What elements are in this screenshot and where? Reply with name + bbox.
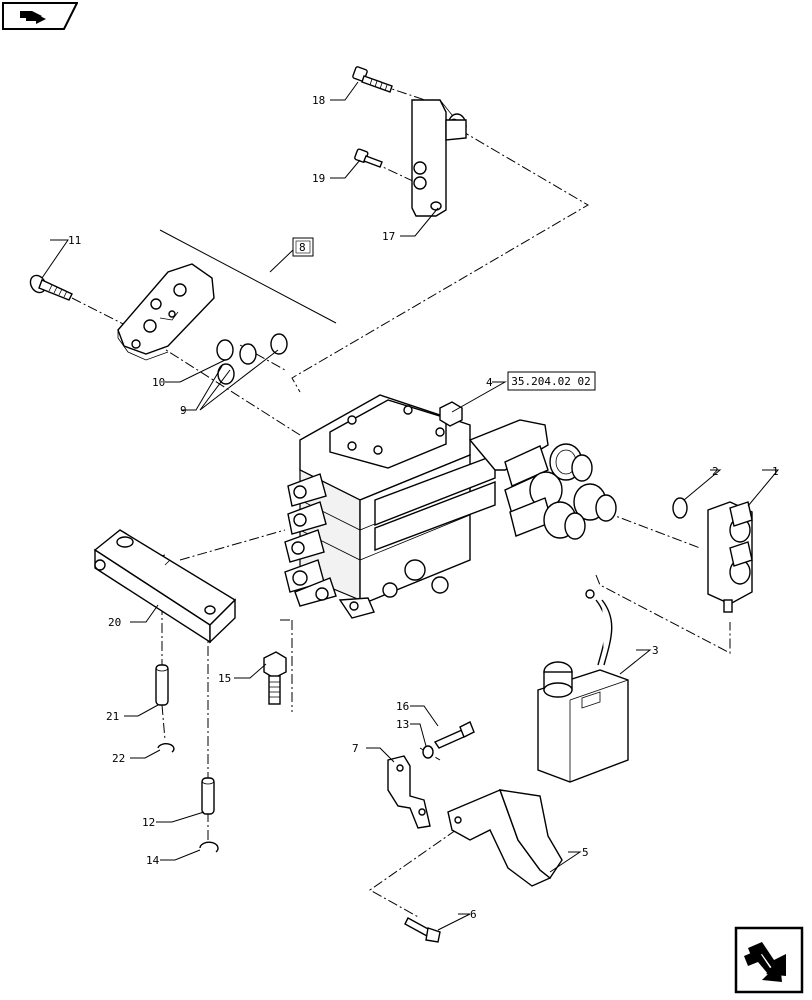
flange-plate (117, 229, 337, 361)
control-valve-block (284, 394, 617, 619)
leader-lines (41, 81, 780, 931)
bracket-17 (411, 99, 467, 217)
callout-5: 5 (582, 846, 589, 859)
callout-10: 10 (152, 376, 165, 389)
callout-2: 2 (712, 465, 719, 478)
bolt-18 (352, 66, 393, 93)
callout-labels: 1 2 3 4 5 6 7 8 9 10 11 12 13 14 15 16 1… (68, 94, 779, 921)
o-rings-9 (216, 333, 288, 385)
svg-text:35.204.02 02: 35.204.02 02 (511, 375, 590, 388)
callout-14: 14 (146, 854, 160, 867)
callout-8: 8 (299, 241, 306, 254)
bolt-19 (354, 148, 383, 168)
lever-bracket-20 (93, 529, 237, 644)
page-forward-arrow-icon[interactable] (734, 926, 804, 994)
callout-3: 3 (652, 644, 659, 657)
o-ring-2 (672, 497, 688, 519)
reference-box[interactable]: 35.204.02 02 (507, 371, 596, 391)
callout-1: 1 (772, 465, 779, 478)
callout-18: 18 (312, 94, 325, 107)
strap-5 (447, 789, 563, 887)
callout-11: 11 (68, 234, 81, 247)
pin-21 (155, 664, 169, 706)
bracket-7 (387, 755, 431, 829)
callout-6: 6 (470, 908, 477, 921)
bolt-15 (263, 651, 287, 705)
callout-4: 4 (486, 376, 493, 389)
callout-16: 16 (396, 700, 409, 713)
callout-21: 21 (106, 710, 119, 723)
callout-8-box (269, 237, 314, 273)
bolt-13 (433, 721, 475, 749)
callout-12: 12 (142, 816, 155, 829)
callout-20: 20 (108, 616, 121, 629)
bolt-11 (29, 274, 73, 301)
callout-22: 22 (112, 752, 125, 765)
callout-13: 13 (396, 718, 409, 731)
coupler-cap-1 (707, 501, 753, 613)
callout-7: 7 (352, 742, 359, 755)
callout-9: 9 (180, 404, 187, 417)
clip-22 (157, 743, 175, 753)
callout-19: 19 (312, 172, 325, 185)
callout-15: 15 (218, 672, 231, 685)
page-back-arrow-icon[interactable] (2, 2, 79, 30)
clip-14 (199, 841, 219, 853)
oil-tank-3 (537, 589, 629, 783)
bolt-6 (404, 917, 441, 943)
pin-12 (201, 777, 215, 815)
callout-17: 17 (382, 230, 395, 243)
washer-16 (422, 745, 434, 759)
quick-couplers (504, 443, 617, 540)
